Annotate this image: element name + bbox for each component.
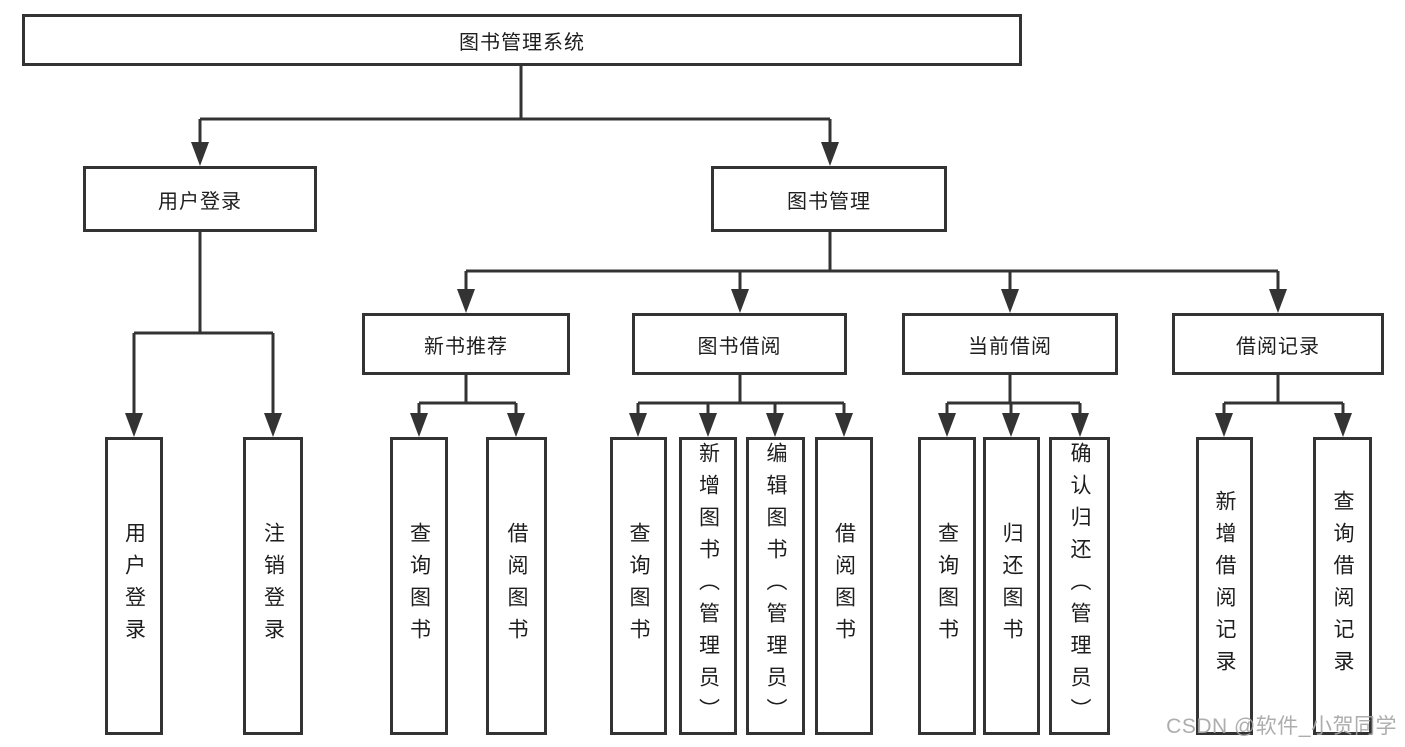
node-current-borrow: 当前借阅: [902, 313, 1118, 375]
node-book-borrow: 图书借阅: [632, 313, 847, 375]
leaf-add-borrow-record: 新增借阅记录: [1196, 437, 1253, 735]
leaf-edit-book-admin: 编辑图书（管理员）: [746, 437, 805, 735]
leaf-logout: 注销登录: [243, 437, 303, 735]
leaf-query-books-current: 查询图书: [918, 437, 976, 735]
leaf-query-borrow-record: 查询借阅记录: [1313, 437, 1372, 735]
node-borrow-record: 借阅记录: [1172, 313, 1384, 375]
leaf-borrow-books-borrow: 借阅图书: [815, 437, 873, 735]
leaf-user-login: 用户登录: [105, 437, 163, 735]
node-user-login: 用户登录: [83, 166, 317, 232]
leaf-query-books-recommend: 查询图书: [390, 437, 448, 735]
leaf-confirm-return-admin: 确认归还（管理员）: [1049, 437, 1110, 735]
leaf-borrow-books-recommend: 借阅图书: [486, 437, 547, 735]
leaf-add-book-admin: 新增图书（管理员）: [679, 437, 737, 735]
leaf-query-books-borrow: 查询图书: [610, 437, 667, 735]
arrowheads: [125, 142, 1352, 437]
leaf-return-books: 归还图书: [983, 437, 1040, 735]
csdn-watermark: CSDN @软件_小贺同学: [1166, 715, 1397, 738]
node-book-management: 图书管理: [711, 166, 947, 232]
node-new-book-recommend: 新书推荐: [362, 313, 570, 375]
node-library-management-system: 图书管理系统: [22, 14, 1022, 66]
